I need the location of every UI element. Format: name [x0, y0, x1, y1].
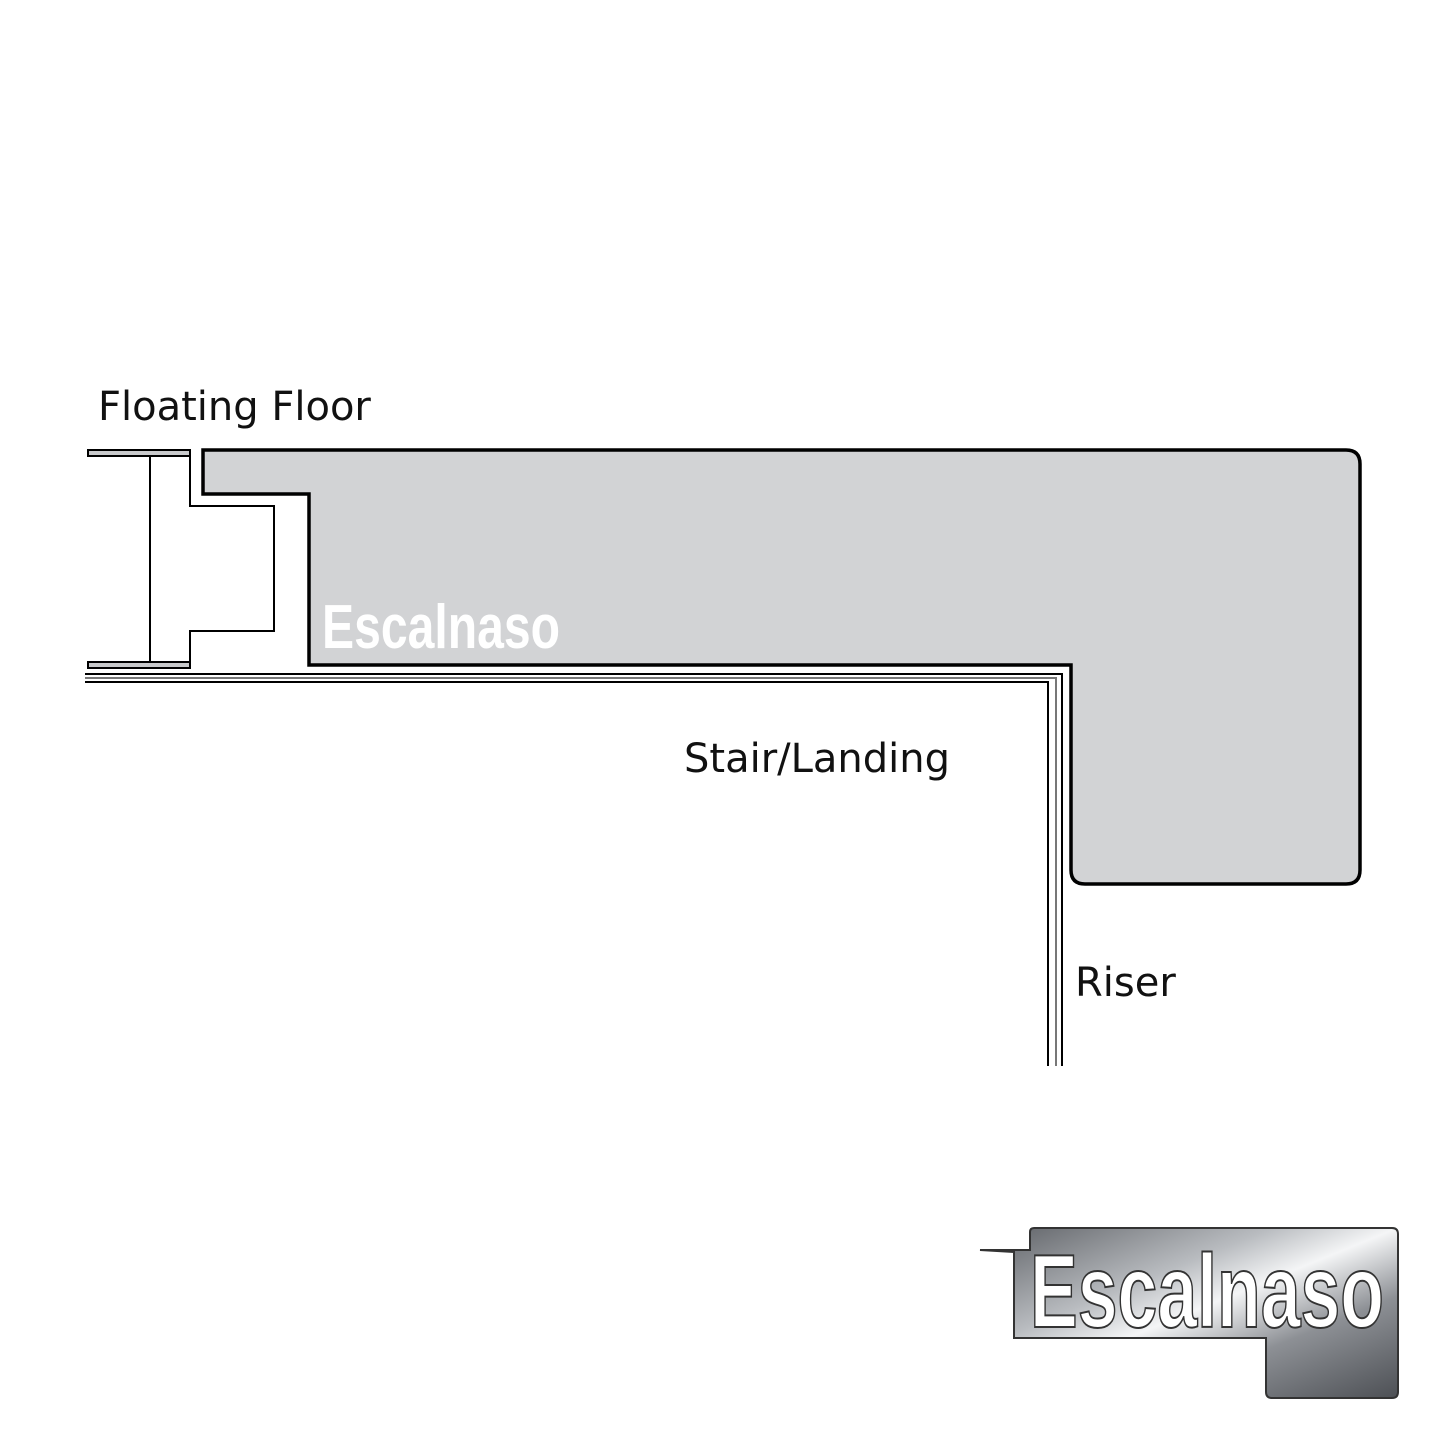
riser-label: Riser [1075, 960, 1176, 1006]
stair-landing-label: Stair/Landing [684, 736, 950, 782]
stair-nosing-profile [201, 448, 1362, 886]
floating-floor-plank [87, 449, 275, 669]
watermark-text: Escalnaso [322, 593, 560, 662]
logo-text: Escalnaso [1030, 1234, 1384, 1350]
escalnaso-logo: Escalnaso [979, 1227, 1399, 1399]
floating-floor-label: Floating Floor [98, 384, 371, 430]
stair-substrate-lines [85, 673, 1063, 1066]
